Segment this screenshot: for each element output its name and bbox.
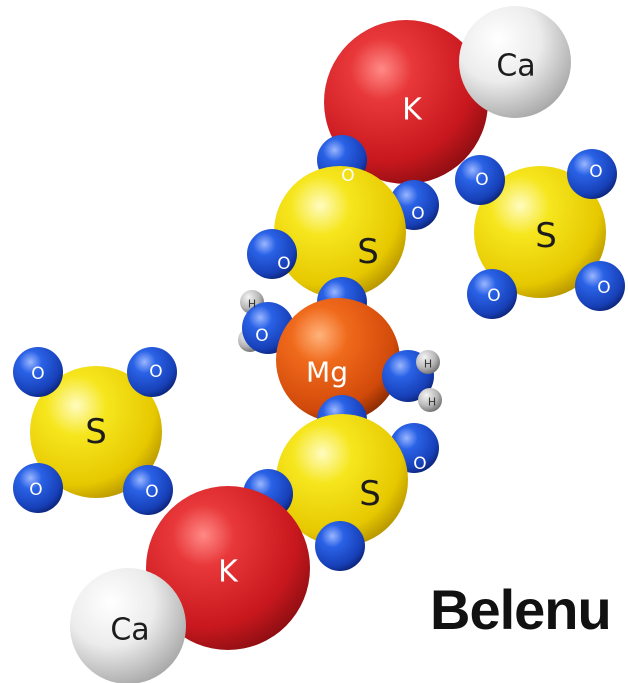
potassium-label-top: K [402, 93, 423, 128]
sulfur-label-left: S [85, 412, 107, 452]
oxygen-label: O [145, 482, 158, 502]
calcium-label-bottom: Ca [110, 613, 149, 648]
hydrogen-label: H [428, 396, 436, 409]
oxygen-label: O [341, 166, 354, 186]
hydrogen-label: H [248, 298, 256, 311]
sulfate-group-left [13, 347, 177, 515]
magnesium-label: Mg [306, 356, 348, 389]
sulfur-label-lower: S [359, 474, 381, 514]
oxygen-label: O [597, 278, 610, 298]
oxygen-label: O [589, 162, 602, 182]
water-molecule-right [382, 350, 442, 412]
oxygen-label: O [29, 480, 42, 500]
oxygen-label: O [475, 170, 488, 190]
oxygen-label: O [255, 326, 268, 346]
oxygen-label: O [413, 454, 426, 474]
hydrogen-label: H [424, 358, 432, 371]
sulfur-label-right: S [535, 216, 557, 256]
calcium-label-top: Ca [496, 49, 535, 84]
potassium-atom-bottom [146, 486, 310, 650]
brand-wordmark: Belenu [430, 578, 612, 641]
potassium-label-bottom: K [218, 555, 239, 590]
sulfate-group-upper [247, 135, 439, 327]
oxygen-label: O [277, 254, 290, 274]
sulfur-label-upper: S [357, 232, 379, 272]
oxygen-label: O [149, 362, 162, 382]
calcium-atom-top [459, 6, 571, 118]
oxygen-label: O [487, 286, 500, 306]
sulfate-group-right [455, 149, 625, 319]
calcium-atom-bottom [70, 568, 186, 683]
oxygen-label: O [411, 204, 424, 224]
potassium-atom-top [324, 20, 488, 184]
oxygen-label: O [31, 364, 44, 384]
magnesium-atom [276, 298, 400, 422]
